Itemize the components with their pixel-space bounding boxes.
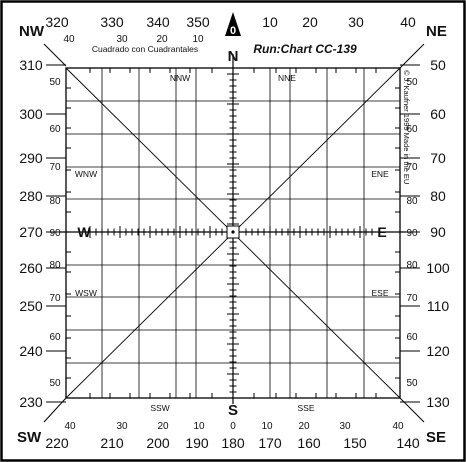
right-inner-tick-label: 70 [406, 162, 418, 173]
top-outer-tick-label: 350 [186, 14, 210, 30]
right-outer-tick-label: 120 [426, 343, 450, 359]
right-outer-tick-label: 100 [426, 260, 450, 276]
cardinal-w: W [77, 224, 91, 240]
center-dot [231, 230, 235, 234]
bottom-outer-tick-label: 160 [297, 435, 321, 451]
label-ene: ENE [371, 169, 389, 179]
bottom-outer-tick-label: 140 [396, 435, 420, 451]
bottom-inner-tick-label: 10 [193, 421, 205, 432]
cardinal-e: E [377, 224, 386, 240]
top-inner-tick-label: 10 [192, 34, 204, 45]
left-inner-tick-label: 60 [49, 332, 61, 343]
right-outer-tick-label: 130 [426, 394, 450, 410]
plotter-model: Run:Chart CC-139 [253, 42, 357, 56]
right-outer-tick-label: 90 [430, 224, 446, 240]
top-inner-tick-label: 40 [63, 34, 75, 45]
plotter-title: Cuadrado con Cuadrantales [92, 44, 198, 54]
bottom-inner-tick-label: 40 [64, 421, 76, 432]
bottom-inner-tick-label: 0 [230, 421, 236, 432]
corner-diagonals [43, 43, 425, 423]
right-inner-tick-label: 80 [406, 196, 418, 207]
corner-ne: NE [426, 23, 447, 40]
bottom-outer-tick-label: 210 [100, 435, 124, 451]
cardinal-n: N [228, 48, 239, 65]
top-outer-tick-label: 10 [262, 14, 278, 30]
bottom-inner-tick-label: 30 [116, 421, 128, 432]
label-ssw: SSW [150, 403, 169, 413]
right-outer-tick-label: 60 [430, 106, 446, 122]
right-outer-tick-label: 70 [430, 150, 446, 166]
left-outer-tick-label: 280 [19, 188, 43, 204]
left-outer-tick-label: 230 [19, 394, 43, 410]
left-outer-tick-label: 260 [19, 260, 43, 276]
axis-ticks [89, 73, 373, 393]
left-inner-tick-label: 50 [49, 378, 61, 389]
bottom-outer-tick-label: 190 [185, 435, 209, 451]
top-outer-tick-label: 320 [45, 14, 69, 30]
left-outer-tick-label: 290 [19, 150, 43, 166]
right-outer-tick-label: 50 [430, 57, 446, 73]
bottom-inner-tick-label: 20 [157, 421, 169, 432]
left-inner-tick-label: 80 [49, 260, 61, 271]
right-inner-tick-label: 50 [406, 77, 418, 88]
side-copyright: © J. Kaufner 1999 Made in the EU [402, 70, 411, 184]
bottom-outer-tick-label: 180 [221, 435, 245, 451]
bottom-inner-tick-label: 20 [298, 421, 310, 432]
left-inner-tick-label: 50 [49, 77, 61, 88]
bottom-inner-tick-label: 30 [339, 421, 351, 432]
label-ese: ESE [371, 288, 388, 298]
left-outer-tick-label: 300 [19, 106, 43, 122]
top-outer-tick-label: 40 [400, 14, 416, 30]
right-inner-tick-label: 60 [406, 124, 418, 135]
top-inner-tick-label: 20 [156, 34, 168, 45]
bottom-outer-tick-label: 200 [146, 435, 170, 451]
right-outer-tick-label: 80 [430, 188, 446, 204]
cardinal-s: S [228, 402, 238, 419]
left-outer-tick-label: 270 [19, 224, 43, 240]
top-outer-tick-label: 20 [302, 14, 318, 30]
left-inner-tick-label: 80 [49, 196, 61, 207]
north-arrow-icon [225, 12, 241, 36]
label-sse: SSE [297, 403, 314, 413]
left-inner-tick-label: 70 [49, 293, 61, 304]
left-outer-tick-label: 240 [19, 343, 43, 359]
label-nne: NNE [278, 73, 296, 83]
right-inner-tick-label: 70 [406, 293, 418, 304]
top-outer-tick-label: 330 [100, 14, 124, 30]
bottom-inner-tick-label: 40 [392, 421, 404, 432]
corner-se: SE [426, 429, 446, 446]
bottom-inner-tick-label: 10 [261, 421, 273, 432]
edge-ticks [46, 64, 420, 403]
left-inner-tick-label: 60 [49, 124, 61, 135]
corner-nw: NW [19, 23, 45, 40]
right-outer-tick-label: 110 [427, 298, 450, 314]
top-outer-tick-label: 340 [146, 14, 170, 30]
bottom-outer-tick-label: 150 [343, 435, 367, 451]
bottom-outer-tick-label: 170 [258, 435, 282, 451]
bottom-outer-tick-label: 220 [45, 435, 69, 451]
corner-sw: SW [17, 429, 42, 446]
right-inner-tick-label: 80 [406, 260, 418, 271]
label-wnw: WNW [75, 169, 97, 179]
left-inner-tick-label: 90 [49, 228, 61, 239]
label-nnw: NNW [170, 73, 190, 83]
north-zero-label: 0 [230, 25, 236, 37]
right-inner-tick-label: 90 [406, 228, 418, 239]
left-outer-tick-label: 310 [19, 57, 43, 73]
top-outer-tick-label: 30 [348, 14, 364, 30]
right-inner-tick-label: 60 [406, 332, 418, 343]
left-outer-tick-label: 250 [19, 298, 43, 314]
right-inner-tick-label: 50 [406, 378, 418, 389]
left-inner-tick-label: 70 [49, 162, 61, 173]
top-inner-tick-label: 30 [116, 34, 128, 45]
label-wsw: WSW [75, 288, 97, 298]
